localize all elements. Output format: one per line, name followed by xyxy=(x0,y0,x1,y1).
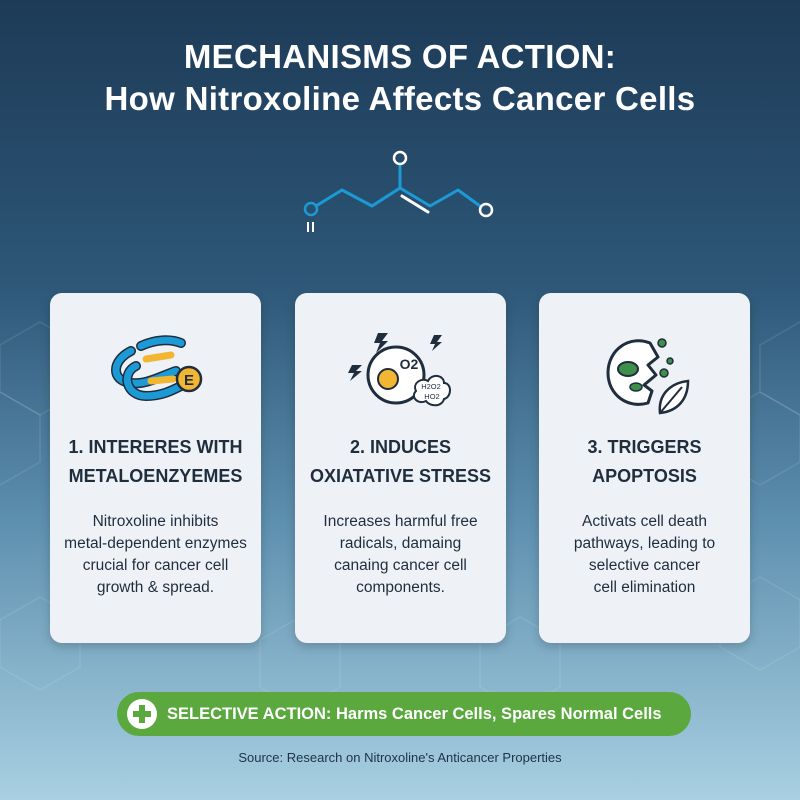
card-title-line: 1. INTERERES WITH xyxy=(68,437,243,457)
chemical-structure-icon xyxy=(303,150,494,232)
card-title-line: 2. INDUCES xyxy=(349,437,452,457)
card-text-line: pathways, leading to xyxy=(573,535,716,552)
card-title-line: 3. TRIGGERS xyxy=(587,437,702,457)
card-text-line: cell elimination xyxy=(593,579,696,596)
cloud-label: HO2 xyxy=(424,392,439,401)
card-description: Activats cell death pathways, leading to… xyxy=(549,511,740,599)
card-metalloenzymes: E 1. INTERERES WITH METALOENZYEMES Nitro… xyxy=(50,293,261,643)
card-title-line: APOPTOSIS xyxy=(592,466,697,486)
banner-text: SELECTIVE ACTION: Harms Cancer Cells, Sp… xyxy=(167,704,662,723)
card-title: 2. INDUCES OXIATATIVE STRESS xyxy=(301,433,500,491)
card-title-line: METALOENZYEMES xyxy=(68,466,243,486)
card-text-line: crucial for cancer cell xyxy=(82,557,229,574)
page-title: MECHANISMS OF ACTION: How Nitroxoline Af… xyxy=(0,36,800,120)
title-line-1: MECHANISMS OF ACTION: xyxy=(183,38,617,75)
card-text-line: metal-dependent enzymes xyxy=(64,535,247,552)
apoptosis-icon xyxy=(606,338,689,415)
oxygen-label: O2 xyxy=(399,356,418,372)
source-caption: Source: Research on Nitroxoline's Antica… xyxy=(238,750,562,765)
plus-icon xyxy=(127,699,157,729)
card-description: Increases harmful free radicals, damaing… xyxy=(305,511,496,599)
card-text-line: selective cancer xyxy=(588,557,701,574)
card-text-line: Increases harmful free xyxy=(323,513,478,530)
card-text-line: Nitroxoline inhibits xyxy=(92,513,219,530)
card-text-line: components. xyxy=(356,579,445,596)
card-title: 3. TRIGGERS APOPTOSIS xyxy=(545,433,744,491)
selective-action-banner: SELECTIVE ACTION: Harms Cancer Cells, Sp… xyxy=(117,692,691,736)
card-text-line: Activats cell death xyxy=(582,513,707,530)
oxidative-stress-icon: O2 H2O2 HO2 xyxy=(347,333,451,407)
card-text-line: radicals, damaing xyxy=(339,535,462,552)
card-oxidative-stress: O2 H2O2 HO2 2. INDUCES OXIATATIVE STRESS… xyxy=(295,293,506,643)
card-title-line: OXIATATIVE STRESS xyxy=(309,466,492,486)
card-apoptosis: 3. TRIGGERS APOPTOSIS Activats cell deat… xyxy=(539,293,750,643)
card-title: 1. INTERERES WITH METALOENZYEMES xyxy=(56,433,255,491)
title-line-2: How Nitroxoline Affects Cancer Cells xyxy=(104,80,696,117)
metalloenzyme-icon: E xyxy=(110,335,202,402)
card-text-line: growth & spread. xyxy=(96,579,215,596)
enzyme-label: E xyxy=(183,372,193,389)
card-description: Nitroxoline inhibits metal-dependent enz… xyxy=(60,511,251,599)
cloud-label: H2O2 xyxy=(421,382,441,391)
card-text-line: canaing cancer cell xyxy=(334,557,467,574)
